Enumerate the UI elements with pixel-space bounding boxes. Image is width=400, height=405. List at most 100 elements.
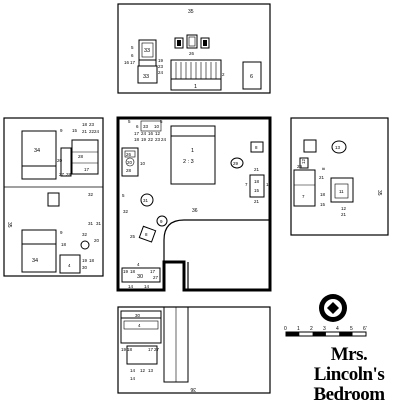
desk-19: 19	[123, 269, 129, 274]
desk-17: 17	[150, 269, 156, 274]
right-8: 8	[255, 145, 258, 150]
west-upper-27: 27	[59, 172, 65, 177]
scale-tick-3: 3	[323, 326, 326, 332]
west-upper-17: 17	[84, 167, 90, 172]
fireplace-26: 26	[126, 152, 132, 157]
north-misc-17: 17	[130, 60, 136, 65]
south-19: 19	[121, 347, 127, 352]
north-elevation: 35 33 33 5 6 16 17 19 23 24 26	[117, 3, 271, 94]
east-7: 7	[302, 194, 305, 199]
frames-label: 26	[189, 51, 195, 56]
south-14b: 14	[130, 376, 136, 381]
sconce-right: 5	[160, 119, 163, 124]
west-upper-22: 22	[89, 129, 95, 134]
west-upper-stand: 20	[57, 147, 72, 177]
south-elevation: 36 4 30 19 18 17 27 14 12 13 14	[117, 306, 271, 394]
floor-bed: 1 2 : 3	[170, 125, 216, 185]
south-13: 13	[148, 368, 154, 373]
lower-desk-label: 4	[68, 263, 71, 268]
desk-18: 18	[130, 269, 136, 274]
north-cabinet: 33 33	[137, 39, 158, 84]
west-lower-31b: 31	[96, 221, 102, 226]
scale-tick-5: 5	[350, 326, 353, 332]
east-12: 12	[301, 158, 306, 164]
east-frame	[303, 139, 317, 153]
west-upper-15: 15	[72, 128, 78, 133]
compass-arrow-icon	[319, 294, 347, 322]
floor-fireplace: 26 20 28 10	[121, 147, 146, 177]
north-misc-6: 6	[131, 53, 134, 58]
scale-tick-1: 1	[297, 326, 300, 332]
desk-14a: 14	[128, 284, 134, 289]
floor-desk: 4 19 18 30 17 27 14 14	[121, 262, 161, 289]
west-lower-18: 18	[61, 242, 67, 247]
west-elevation: 35 34 9 20 15 18 21 22 23 24 28 27 28 17…	[3, 117, 104, 277]
east-wall-number: 35	[376, 190, 382, 196]
cluster-22: 22	[148, 137, 154, 142]
west-upper-32: 32	[88, 192, 94, 197]
desk-14b: 14	[144, 284, 150, 289]
floor-top-cluster: 6 33 10 17 24 16 12 18 19 22 23 24	[134, 120, 167, 142]
north-misc-19: 19	[158, 58, 164, 63]
west-lower-desk: 4	[59, 254, 81, 274]
west-upper-dresser: 28	[71, 139, 99, 175]
cluster-24: 24	[141, 131, 147, 136]
east-wardrobe: 7	[293, 169, 316, 207]
cluster-24b: 24	[161, 137, 167, 142]
floor-wall-number: 36	[192, 208, 198, 214]
bed-plan-label-1: 1	[191, 148, 194, 154]
right-11: 11	[266, 182, 271, 187]
cluster-23: 23	[155, 137, 161, 142]
east-elevation: 35 13 12 29 8 7 11 21 18 12 21 15	[290, 117, 389, 236]
south-4: 4	[138, 323, 141, 328]
right-21: 21	[254, 167, 260, 172]
cabinet-lower-label: 33	[143, 74, 149, 80]
fireplace-20: 20	[127, 160, 133, 165]
west-upper-28b: 28	[66, 172, 72, 177]
right-7: 7	[245, 182, 248, 187]
upper-stand-label: 20	[57, 158, 63, 163]
bed-plan-label-2-3: 2 : 3	[183, 159, 194, 165]
west-lower-31: 31	[88, 221, 94, 226]
desk-4: 4	[137, 262, 140, 267]
scale-tick-2: 2	[310, 326, 313, 332]
east-12b: 12	[341, 206, 347, 211]
north-door: 6	[242, 61, 262, 90]
west-lower-30: 30	[82, 265, 88, 270]
dresser-label-28: 28	[78, 154, 84, 159]
fireplace-28: 28	[126, 168, 132, 173]
east-11: 11	[339, 189, 344, 194]
left-5: 5	[122, 193, 125, 198]
cluster-18: 18	[134, 137, 140, 142]
sconce-left: 5	[128, 119, 131, 124]
floor-small-table: 9	[156, 215, 168, 227]
south-desk: 4 30	[120, 310, 162, 344]
drawing-title: Mrs. Lincoln's Bedroom	[300, 345, 398, 405]
south-18: 18	[127, 347, 133, 352]
right-18: 18	[254, 179, 260, 184]
north-misc-16: 16	[124, 60, 130, 65]
west-upper-bed: 34	[21, 130, 57, 180]
floor-round-table: 31	[140, 193, 154, 207]
west-upper-9: 9	[60, 128, 63, 133]
east-21b: 21	[341, 212, 347, 217]
south-12: 12	[140, 368, 146, 373]
east-8: 8	[321, 167, 326, 170]
left-31: 31	[143, 198, 149, 203]
chair-8: 8	[145, 232, 148, 237]
title-line-2: Bedroom	[313, 384, 385, 405]
west-lower-20: 20	[94, 238, 100, 243]
desk-30: 30	[137, 274, 143, 280]
lower-bed-label: 34	[32, 258, 38, 264]
east-mirror	[331, 140, 347, 154]
north-bed-elevation: 1	[170, 59, 222, 91]
desk-27: 27	[153, 275, 159, 280]
west-lower-19: 19	[82, 258, 88, 263]
right-21b: 21	[254, 199, 260, 204]
north-misc-5: 5	[131, 45, 134, 50]
cluster-6: 6	[136, 124, 139, 129]
upper-bed-label: 34	[34, 148, 40, 154]
bed-elev-label: 1	[194, 84, 197, 90]
cluster-10: 10	[154, 124, 160, 129]
